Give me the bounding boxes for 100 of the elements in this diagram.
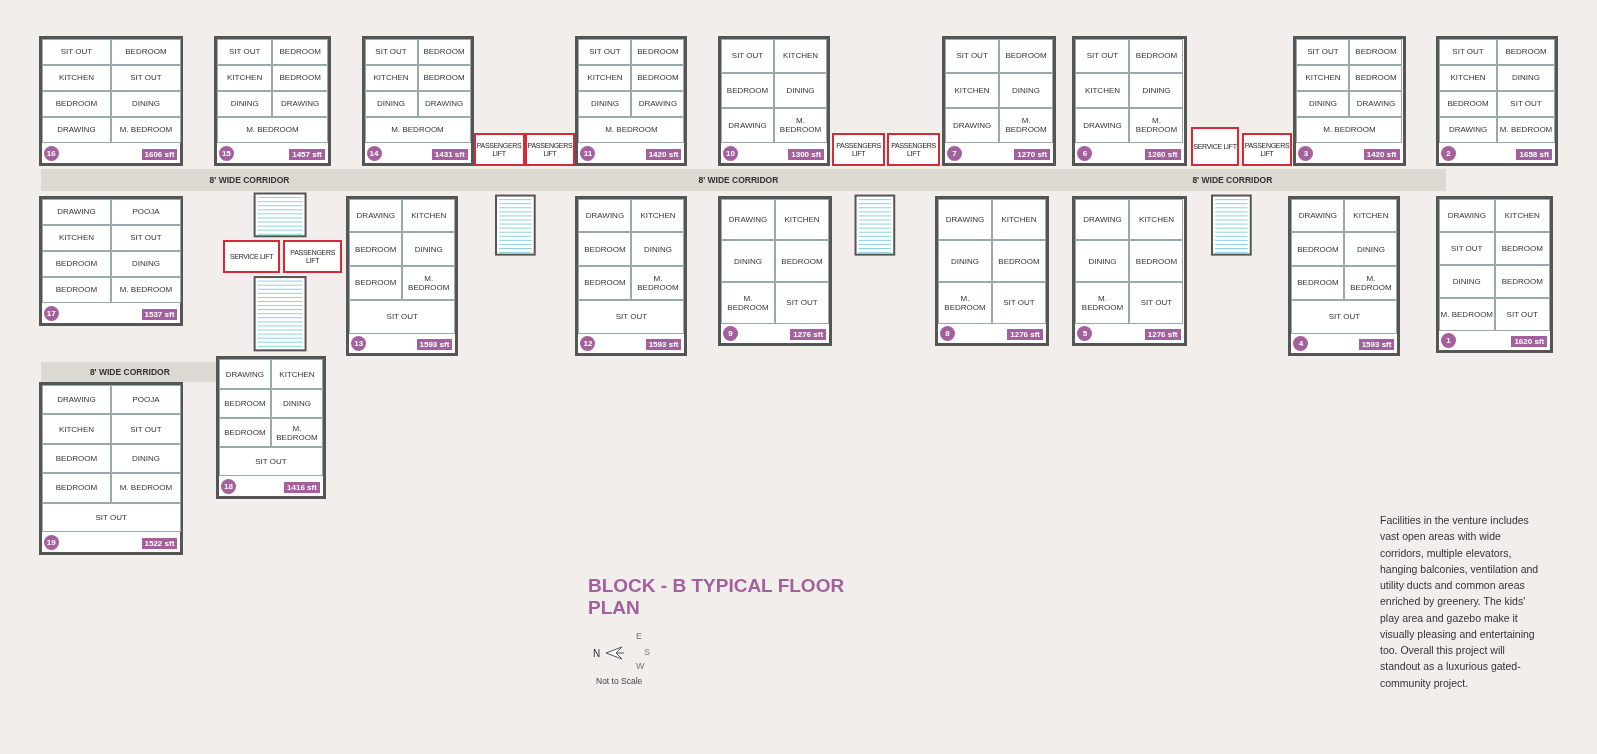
room-label-area: M. BEDROOM bbox=[774, 107, 828, 143]
room-label-area: BEDROOM bbox=[1497, 38, 1556, 65]
apartment-unit bbox=[38, 195, 184, 326]
unit-number-badge: 17 bbox=[43, 305, 59, 321]
room-label-area: DRAWING bbox=[578, 198, 632, 233]
room-label-area: DINING bbox=[402, 232, 456, 267]
room-label-area: DRAWING bbox=[1439, 198, 1495, 232]
room-label-area: BEDROOM bbox=[111, 38, 181, 65]
area-badge: 1270 sft bbox=[1014, 149, 1051, 160]
room-label-area: DINING bbox=[1075, 240, 1130, 282]
room-label-area: SIT OUT bbox=[349, 299, 456, 334]
room-label-area: KITCHEN bbox=[1439, 64, 1498, 91]
room-label-area: DINING bbox=[999, 73, 1054, 108]
room-label-area: BEDROOM bbox=[1349, 38, 1403, 65]
area-badge: 1276 sft bbox=[790, 329, 827, 341]
room-label-area: M. BEDROOM bbox=[937, 281, 992, 324]
room-label-area: DRAWING bbox=[721, 107, 775, 143]
room-label-area: BEDROOM bbox=[218, 388, 271, 418]
room-label-area: DINING bbox=[1129, 73, 1184, 108]
room-label-area: KITCHEN bbox=[991, 198, 1046, 241]
room-label-area: DINING bbox=[1497, 64, 1556, 91]
room-label-area: POOJA bbox=[111, 198, 181, 225]
apartment-unit bbox=[38, 35, 184, 166]
unit-number-badge: 13 bbox=[351, 336, 367, 352]
apartment-unit bbox=[215, 356, 326, 500]
room-label-area: M. BEDROOM bbox=[111, 276, 181, 303]
unit-number-badge: 1 bbox=[1441, 333, 1457, 349]
room-label-area: BEDROOM bbox=[1494, 264, 1551, 298]
room-label-area: BEDROOM bbox=[721, 73, 775, 108]
unit-number-badge: 5 bbox=[1077, 326, 1093, 342]
room-label-area: DRAWING bbox=[272, 90, 328, 117]
room-label-area: BEDROOM bbox=[41, 90, 112, 117]
compass-letter: E bbox=[636, 631, 642, 641]
room-label-area: M. BEDROOM bbox=[721, 281, 776, 324]
room-label-area: KITCHEN bbox=[41, 64, 112, 91]
corridor-floor bbox=[40, 169, 459, 192]
compass-letter: N bbox=[593, 648, 601, 659]
room-label-area: POOJA bbox=[111, 384, 181, 415]
room-label-area: KITCHEN bbox=[364, 64, 418, 91]
room-label-area: BEDROOM bbox=[631, 38, 685, 65]
area-badge: 1593 sft bbox=[645, 339, 682, 351]
room-label-area: M. BEDROOM bbox=[631, 266, 685, 300]
room-label-area: BEDROOM bbox=[999, 38, 1054, 74]
room-label-area: KITCHEN bbox=[41, 414, 112, 444]
room-label-area: SIT OUT bbox=[1129, 281, 1184, 324]
area-badge: 1658 sft bbox=[1516, 149, 1553, 160]
apartment-unit bbox=[346, 195, 459, 357]
room-label-area: KITCHEN bbox=[1344, 198, 1398, 233]
compass-letter: S bbox=[644, 647, 650, 657]
room-label-area: DINING bbox=[111, 443, 181, 474]
area-badge: 1620 sft bbox=[1511, 336, 1548, 348]
room-label-area: SIT OUT bbox=[721, 38, 775, 74]
unit-number-badge: 12 bbox=[580, 336, 596, 352]
room-label-area: DRAWING bbox=[945, 107, 1000, 143]
room-label-area: M. BEDROOM bbox=[111, 116, 181, 143]
room-label-area: M. BEDROOM bbox=[1439, 297, 1495, 331]
unit-number-badge: 8 bbox=[939, 326, 955, 342]
area-badge: 1593 sft bbox=[1358, 339, 1395, 351]
room-label-area: SIT OUT bbox=[41, 502, 181, 532]
room-label-area: BEDROOM bbox=[41, 276, 112, 303]
room-label-area: DRAWING bbox=[1439, 116, 1498, 143]
room-label-area: DRAWING bbox=[631, 90, 685, 117]
room-label-area: KITCHEN bbox=[1296, 64, 1350, 91]
room-label-area: DINING bbox=[1439, 264, 1495, 298]
area-badge: 1522 sft bbox=[141, 538, 178, 550]
room-label-area: BEDROOM bbox=[272, 64, 328, 91]
room-label-area: M. BEDROOM bbox=[999, 107, 1054, 143]
unit-number-badge: 11 bbox=[580, 146, 596, 161]
apartment-unit bbox=[942, 35, 1057, 166]
room-label-area: KITCHEN bbox=[775, 198, 830, 241]
apartment-unit bbox=[38, 381, 184, 556]
room-label-area: SIT OUT bbox=[945, 38, 1000, 74]
apartment-unit bbox=[718, 35, 831, 166]
room-label-area: SIT OUT bbox=[1497, 90, 1556, 117]
area-badge: 1276 sft bbox=[1007, 329, 1044, 341]
room-label-area: BEDROOM bbox=[1291, 232, 1345, 267]
room-label-area: DINING bbox=[111, 250, 181, 277]
unit-number-badge: 16 bbox=[43, 146, 59, 161]
room-label-area: KITCHEN bbox=[631, 198, 685, 233]
unit-number-badge: 4 bbox=[1293, 336, 1309, 352]
room-label-area: KITCHEN bbox=[774, 38, 828, 74]
room-label-area: KITCHEN bbox=[41, 224, 112, 251]
room-label-area: BEDROOM bbox=[991, 240, 1046, 282]
unit-number-badge: 6 bbox=[1077, 146, 1093, 161]
room-label-area: KITCHEN bbox=[578, 64, 632, 91]
room-label-area: DINING bbox=[578, 90, 632, 117]
room-label-area: M. BEDROOM bbox=[111, 473, 181, 503]
compass-letter: W bbox=[636, 661, 645, 671]
apartment-unit bbox=[934, 195, 1050, 347]
room-label-area: BEDROOM bbox=[349, 232, 403, 267]
room-label-area: M. BEDROOM bbox=[364, 116, 471, 143]
corridor-label: 8' WIDE CORRIDOR bbox=[89, 366, 170, 377]
apartment-unit bbox=[1436, 195, 1554, 354]
area-badge: 1420 sft bbox=[1363, 149, 1400, 160]
room-label-area: BEDROOM bbox=[578, 266, 632, 300]
apartment-unit bbox=[1072, 195, 1187, 347]
apartment-unit bbox=[1072, 35, 1187, 166]
room-label-area: BEDROOM bbox=[272, 38, 328, 65]
room-label-area: BEDROOM bbox=[1439, 90, 1498, 117]
room-label-area: DINING bbox=[111, 90, 181, 117]
